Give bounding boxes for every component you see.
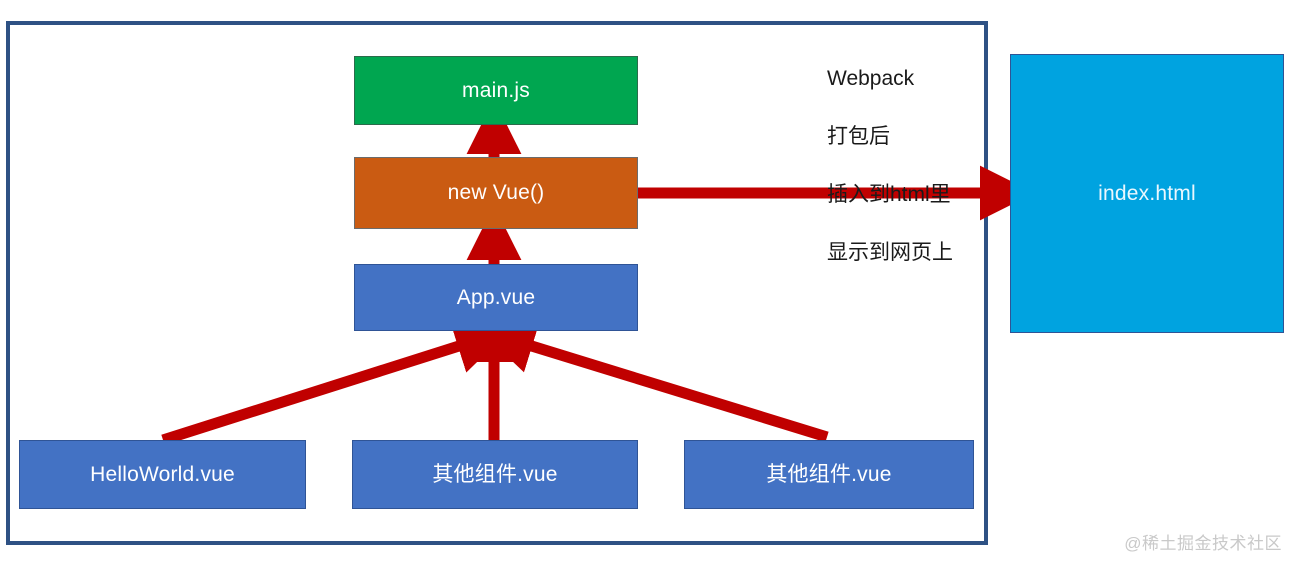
node-other-component-2: 其他组件.vue: [684, 440, 974, 509]
node-other-component-1-label: 其他组件.vue: [432, 462, 558, 486]
node-new-vue-label: new Vue(): [447, 181, 545, 205]
node-main-js: main.js: [354, 56, 638, 125]
node-index-html: index.html: [1010, 54, 1284, 333]
node-other-component-1: 其他组件.vue: [352, 440, 638, 509]
annotation-line-3: 插入到html里: [827, 182, 951, 206]
node-main-js-label: main.js: [462, 78, 530, 102]
webpack-annotation: Webpack 打包后 插入到html里 显示到网页上: [827, 36, 1002, 297]
watermark: @稀土掘金技术社区: [1124, 534, 1282, 553]
annotation-line-2: 打包后: [827, 124, 890, 148]
node-index-html-label: index.html: [1098, 181, 1196, 205]
annotation-line-1: Webpack: [827, 66, 915, 90]
node-new-vue: new Vue(): [354, 157, 638, 229]
annotation-line-4: 显示到网页上: [827, 240, 953, 264]
node-app-vue: App.vue: [354, 264, 638, 331]
node-hello-world-vue: HelloWorld.vue: [19, 440, 306, 509]
node-other-component-2-label: 其他组件.vue: [766, 462, 892, 486]
node-app-vue-label: App.vue: [456, 285, 536, 309]
node-hello-world-vue-label: HelloWorld.vue: [90, 462, 235, 486]
